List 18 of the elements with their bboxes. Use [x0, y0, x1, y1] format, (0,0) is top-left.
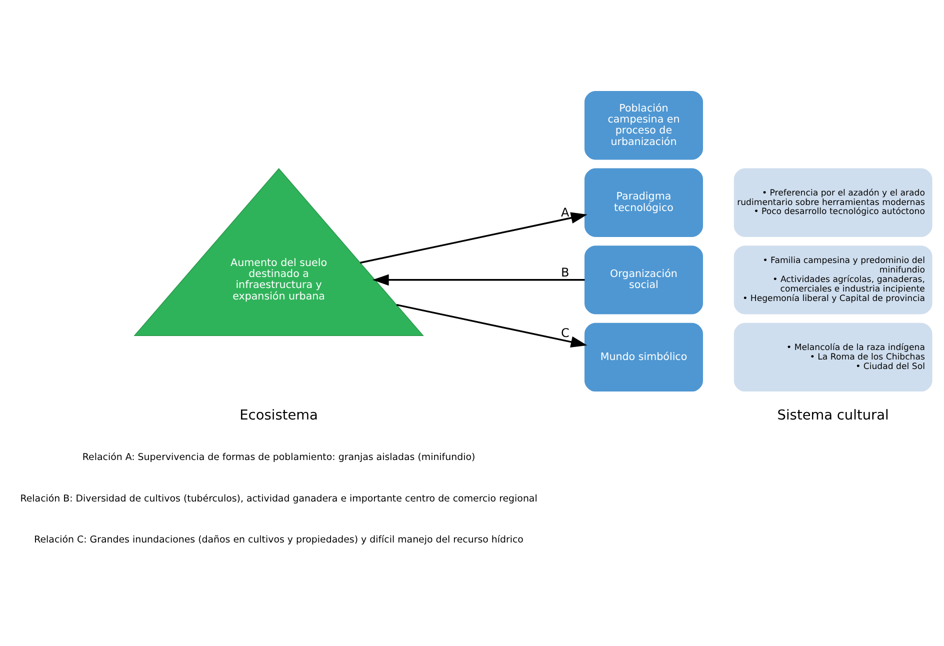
label: Ecosistema	[240, 407, 318, 424]
node-box: Organización social	[584, 245, 703, 314]
label: Relación B: Diversidad de cultivos (tubérculos), actividad ganadera e importante centro de comercio regional	[20, 492, 538, 504]
node-box: • Melancolía de la raza indígena • La Roma de los Chibchas • Ciudad del Sol	[734, 322, 932, 392]
edge-label: C	[560, 325, 570, 340]
label: Relación C: Grandes inundaciones (daños en cultivos y propiedades) y difícil manejo del recurso hídrico	[34, 534, 524, 546]
arrow	[396, 303, 588, 348]
edge-label: B	[561, 265, 570, 280]
node-box: • Familia campesina y predominio del minifundio • Actividades agrícolas, ganaderas, comerciales e industria incipiente • Hegemonía liberal y Capital de provincia	[734, 245, 932, 314]
node-box: • Preferencia por el azadón y el arado rudimentario sobre herramientas modernas • Poco desarrollo tecnológico autóctono	[734, 168, 932, 236]
label: Sistema cultural	[777, 407, 889, 424]
arrow	[372, 274, 585, 286]
edge-label: A	[561, 205, 570, 220]
node-box: Paradigma tecnológico	[584, 168, 703, 236]
node-box: Población campesina en proceso de urbanización	[584, 90, 703, 160]
arrow	[360, 212, 588, 264]
node-box: Mundo simbólico	[584, 322, 703, 392]
label: Relación A: Supervivencia de formas de poblamiento: granjas aisladas (minifundio)	[82, 452, 476, 463]
